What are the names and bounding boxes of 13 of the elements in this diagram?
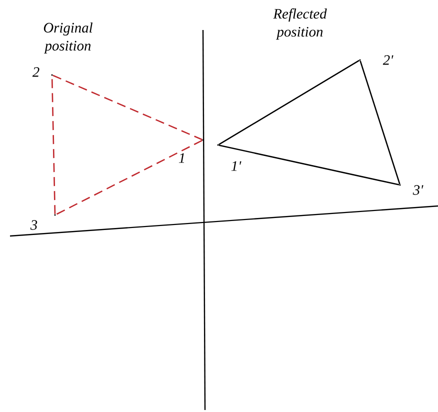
position-label: Reflected position [273,8,327,40]
triangle-side [360,60,400,184]
triangle-side [218,144,400,186]
vertex-label: 3' [412,185,424,195]
triangle-side [218,60,360,146]
position-label: Original position [44,22,92,54]
vertex-label: 3 [30,220,38,230]
vertex-label: 2' [382,55,394,65]
vertex-label: 1 [178,153,184,163]
vertex-label: 1' [231,161,242,171]
triangle-side [56,140,202,216]
triangle-side [52,74,202,140]
vertex-label: 2 [32,67,40,77]
